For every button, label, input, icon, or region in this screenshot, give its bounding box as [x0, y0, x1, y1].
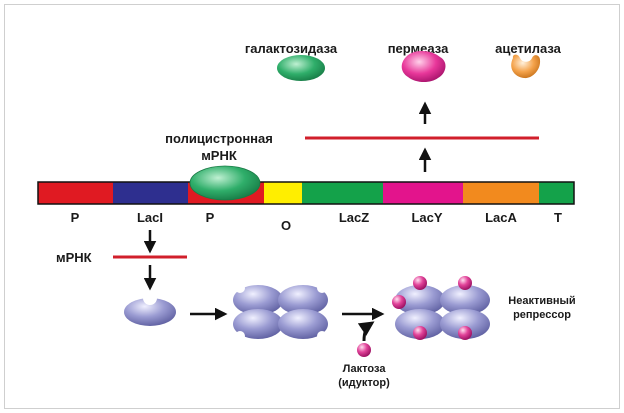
segment-lacz	[302, 182, 383, 204]
gene-bar	[37, 181, 575, 205]
rna-polymerase-shape	[189, 165, 261, 201]
repressor-tetramer	[233, 283, 328, 341]
label-segment-p2: P	[206, 210, 215, 225]
polycistronic-label-line1: полицистронная	[165, 131, 273, 146]
label-segment-o: O	[281, 218, 291, 233]
label-segment-laca: LacA	[485, 210, 517, 225]
repressor-monomer	[124, 291, 176, 326]
label-segment-p1: P	[71, 210, 80, 225]
arrow-inducer-binding	[357, 321, 375, 342]
label-inducer: (идуктор)	[338, 377, 390, 389]
gene-bar-outline	[37, 181, 575, 205]
label-segment-t: T	[554, 210, 562, 225]
lactose-inducer-shape	[357, 343, 371, 357]
label-segment-laci: LacI	[137, 210, 163, 225]
label-segment-lacz: LacZ	[339, 210, 369, 225]
label-lactose: Лактоза	[343, 363, 387, 375]
polycistronic-label-line2: мРНК	[201, 148, 237, 163]
label-segment-lacy: LacY	[411, 210, 442, 225]
segment-laca	[463, 182, 539, 204]
segment-lacy	[383, 182, 463, 204]
segment-p1	[38, 182, 113, 204]
segment-o	[264, 182, 302, 204]
label-permease: пермеаза	[388, 41, 449, 56]
acetylase-shape	[511, 54, 541, 79]
label-acetylase: ацетилаза	[495, 41, 562, 56]
permease-shape	[401, 50, 446, 83]
label-galactosidase: галактозидаза	[245, 41, 338, 56]
label-repressor: репрессор	[513, 309, 571, 321]
galactosidase-shape	[277, 55, 325, 81]
label-mrna: мРНК	[56, 250, 92, 265]
segment-laci	[113, 182, 188, 204]
inactive-repressor	[392, 276, 490, 340]
label-inactive: Неактивный	[508, 295, 575, 307]
segment-t	[539, 182, 574, 204]
